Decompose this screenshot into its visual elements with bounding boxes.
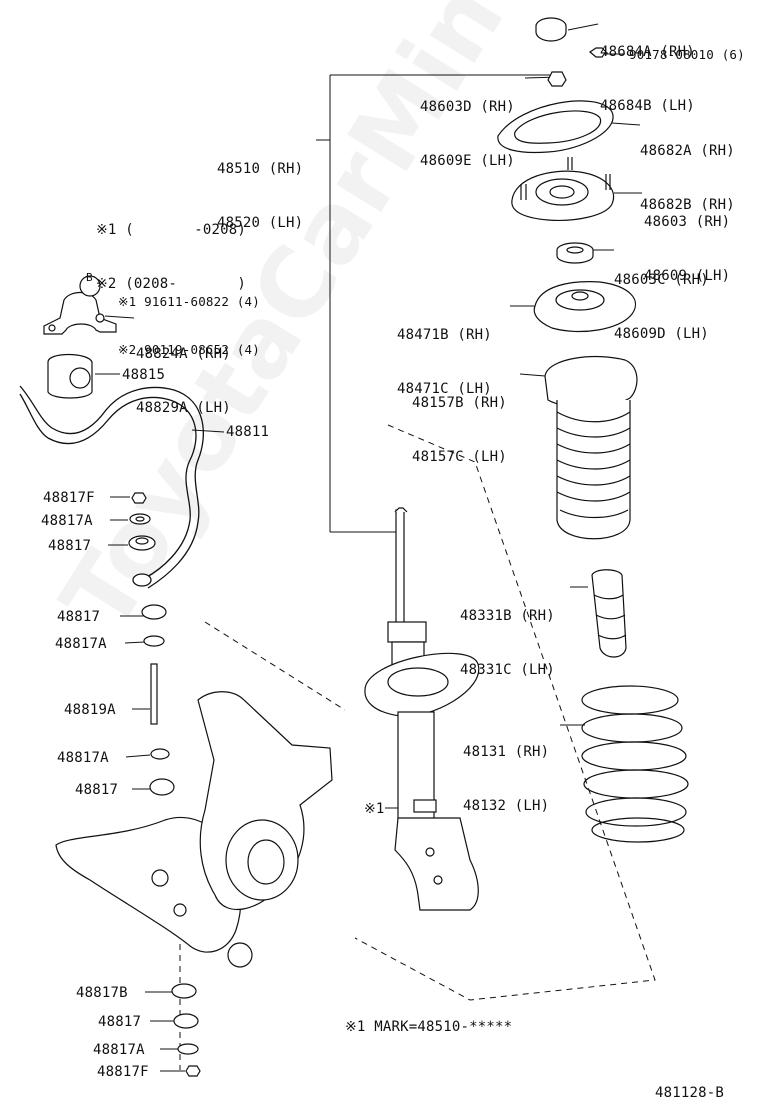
legend-line-1: ※1 ( -0208) bbox=[96, 222, 246, 238]
label-48817-bot: 48817 bbox=[98, 1014, 142, 1030]
label-48603c: 48603C (RH) 48609D (LH) bbox=[614, 235, 709, 361]
bumper-48331 bbox=[591, 569, 627, 658]
label-48682: 48682A (RH) 48682B (RH) bbox=[640, 106, 735, 232]
label-48603d-rh: 48603D (RH) bbox=[420, 99, 515, 115]
label-48603-rh: 48603 (RH) bbox=[644, 214, 731, 230]
label-48817a-mid2: 48817A bbox=[57, 750, 109, 766]
legend: ※1 ( -0208) ※2 (0208- ) bbox=[96, 185, 246, 311]
label-48609e-lh: 48609E (LH) bbox=[420, 153, 515, 169]
label-48817a-bot: 48817A bbox=[93, 1042, 145, 1058]
label-48817f-bot: 48817F bbox=[97, 1064, 149, 1080]
label-48510-rh: 48510 (RH) bbox=[217, 161, 304, 177]
mark-note: ※1 MARK=48510-***** bbox=[345, 1019, 513, 1035]
label-48817a-top: 48817A bbox=[41, 513, 93, 529]
label-48817-mid2: 48817 bbox=[75, 782, 119, 798]
spacer-48603c bbox=[556, 242, 594, 264]
label-48331c: 48331C (LH) bbox=[460, 662, 555, 678]
support-48603 bbox=[511, 157, 615, 221]
label-48471c: 48471C (LH) bbox=[397, 381, 492, 397]
label-48817-mid1: 48817 bbox=[57, 609, 101, 625]
bracket-48824a bbox=[43, 275, 117, 335]
label-48817b: 48817B bbox=[76, 985, 128, 1001]
label-48824: 48824A (RH) 48829A (LH) bbox=[136, 309, 231, 435]
label-48609d-lh: 48609D (LH) bbox=[614, 326, 709, 342]
label-90178: 90178-08010 (6) bbox=[629, 47, 745, 62]
label-48331: 48331B (RH) 48331C (LH) bbox=[460, 571, 555, 697]
shock-absorber-48510 bbox=[364, 507, 480, 911]
label-48815: 48815 bbox=[122, 367, 166, 383]
bushing-48815 bbox=[47, 353, 93, 399]
knuckle-and-lower-arm bbox=[55, 691, 333, 968]
nut-48603d bbox=[547, 71, 567, 87]
bolt-b-line-1: ※1 91611-60822 (4) bbox=[118, 294, 261, 309]
stabilizer-bar-48811 bbox=[19, 385, 204, 589]
label-48132-lh: 48132 (LH) bbox=[463, 798, 550, 814]
label-48817f-top: 48817F bbox=[43, 490, 95, 506]
label-48157: 48157B (RH) 48157C (LH) bbox=[412, 358, 507, 484]
label-48609-lh: 48609 (LH) bbox=[644, 268, 731, 284]
label-48331b: 48331B (RH) bbox=[460, 608, 555, 624]
label-48817a-mid1: 48817A bbox=[55, 636, 107, 652]
boot-48157 bbox=[544, 355, 638, 540]
label-48684-rh: 48684A (RH) bbox=[600, 44, 695, 60]
label-48682b: 48682B (RH) bbox=[640, 197, 735, 213]
label-48603c-rh: 48603C (RH) bbox=[614, 272, 709, 288]
small-parts-left bbox=[128, 492, 201, 1077]
label-48682a: 48682A (RH) bbox=[640, 143, 735, 159]
leader-lines bbox=[95, 23, 642, 1072]
label-48131-rh: 48131 (RH) bbox=[463, 744, 550, 760]
label-48603d: 48603D (RH) 48609E (LH) bbox=[420, 62, 515, 188]
bolt-b-letter: B bbox=[86, 271, 93, 284]
diagram-code: 481128-B bbox=[655, 1085, 725, 1101]
label-48603: 48603 (RH) 48609 (LH) bbox=[644, 177, 730, 303]
bolt-b-parts: ※1 91611-60822 (4) ※2 90119-08C52 (4) bbox=[118, 262, 260, 374]
legend-line-2: ※2 (0208- ) bbox=[96, 276, 246, 292]
coil-spring-48131 bbox=[581, 685, 689, 843]
label-48131: 48131 (RH) 48132 (LH) bbox=[463, 707, 549, 833]
seat-48471 bbox=[533, 281, 637, 333]
cap-48684 bbox=[535, 17, 567, 42]
label-48157c: 48157C (LH) bbox=[412, 449, 507, 465]
label-48157b: 48157B (RH) bbox=[412, 395, 507, 411]
label-48817-top: 48817 bbox=[48, 538, 92, 554]
label-48811: 48811 bbox=[226, 424, 270, 440]
label-48520-lh: 48520 (LH) bbox=[217, 215, 304, 231]
label-48819a: 48819A bbox=[64, 702, 116, 718]
label-48471b: 48471B (RH) bbox=[397, 327, 492, 343]
bolt-b-line-2: ※2 90119-08C52 (4) bbox=[118, 342, 261, 357]
nut-90178 bbox=[588, 47, 607, 58]
plate-48682 bbox=[497, 100, 614, 154]
label-48471: 48471B (RH) 48471C (LH) bbox=[397, 290, 492, 416]
label-48829a: 48829A (LH) bbox=[136, 400, 231, 416]
label-48684: 48684A (RH) 48684B (LH) bbox=[600, 7, 695, 133]
marker-1: ※1 bbox=[364, 801, 385, 817]
label-48510: 48510 (RH) 48520 (LH) bbox=[217, 124, 303, 250]
label-48824a: 48824A (RH) bbox=[136, 346, 231, 362]
label-48684-lh: 48684B (LH) bbox=[600, 98, 695, 114]
